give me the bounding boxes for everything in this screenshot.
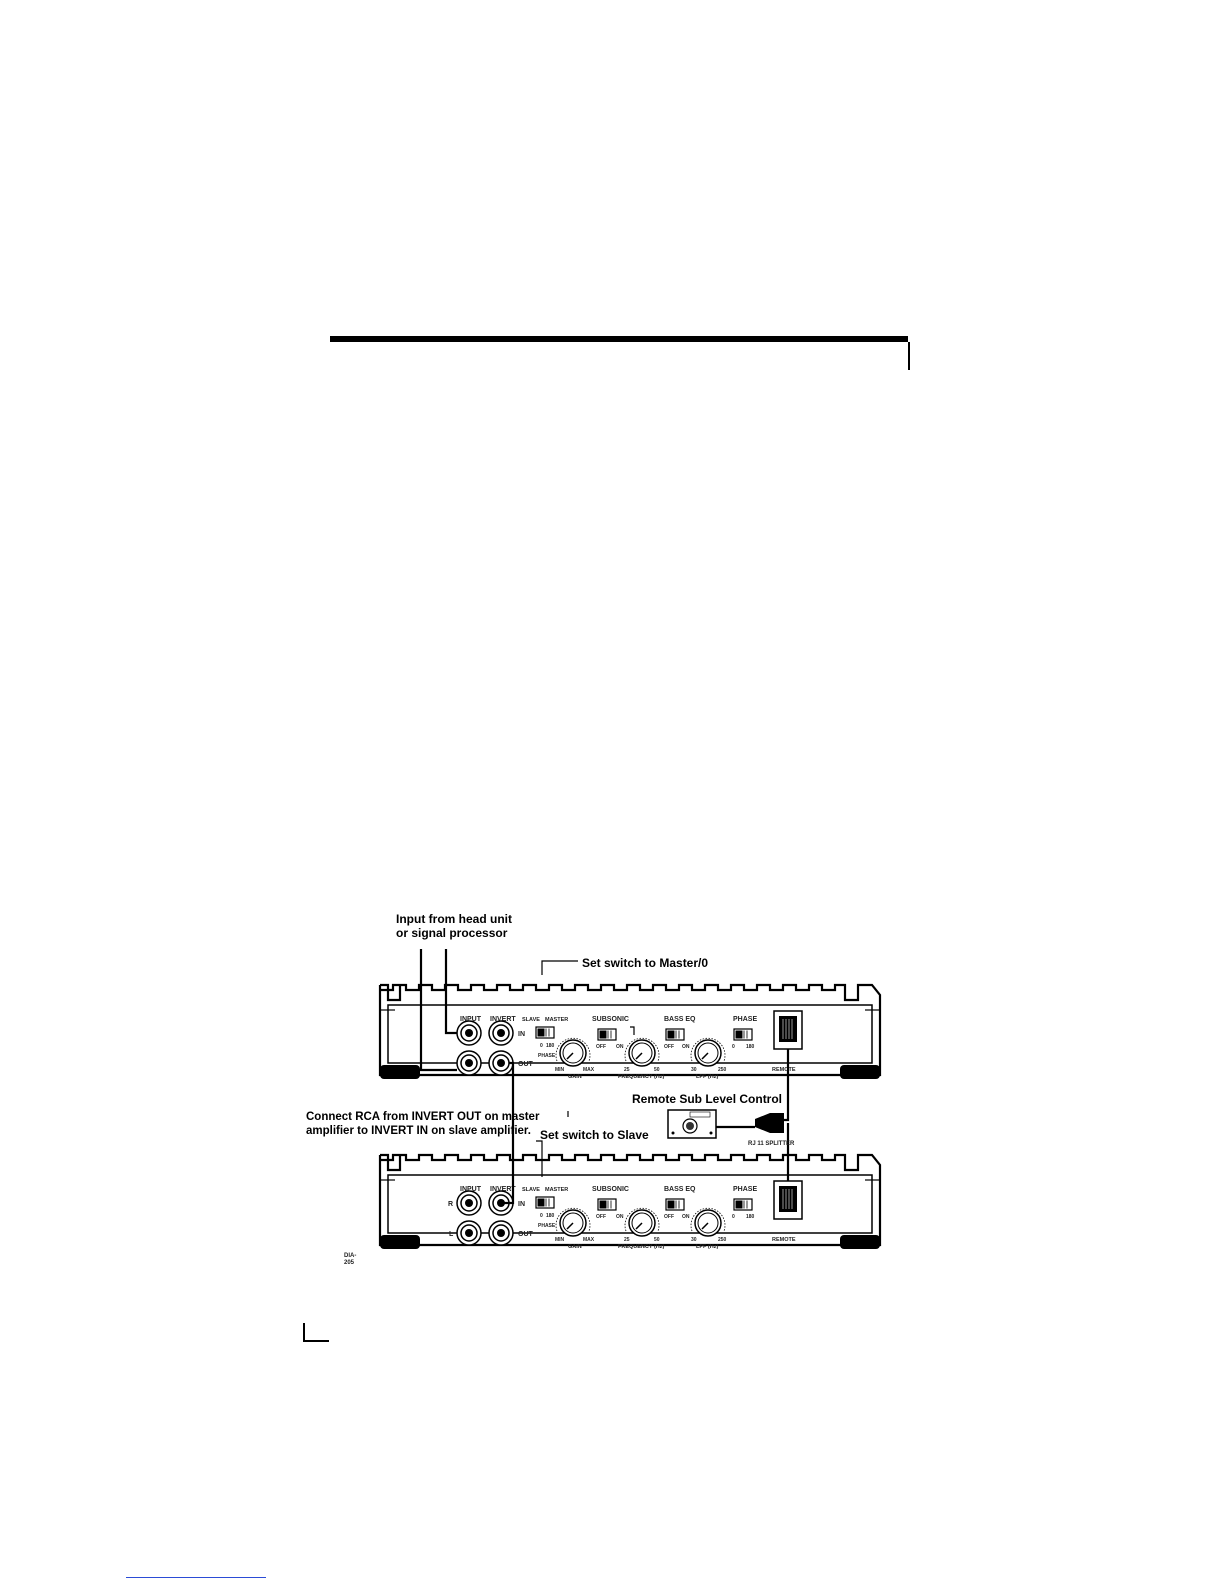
remote-callout: Remote Sub Level Control <box>632 1092 782 1106</box>
header-rule <box>330 336 908 342</box>
slave-label: SLAVE <box>522 1187 540 1193</box>
rca-invert-in <box>488 1020 514 1046</box>
bass-eq-switch <box>665 1028 685 1041</box>
frequency-label: FREQUENCY (Hz) <box>618 1244 665 1250</box>
freq-low-label: 25 <box>624 1237 630 1243</box>
subsonic-off-label: OFF <box>596 1044 606 1050</box>
frequency-label: FREQUENCY (Hz) <box>618 1074 665 1080</box>
gain-max-label: MAX <box>583 1237 595 1243</box>
phase-0-label: 0 <box>540 1043 543 1049</box>
bass-eq-on-label: ON <box>682 1044 690 1050</box>
diagram-id-line-1: DIA- <box>344 1253 356 1259</box>
rca-input-top <box>456 1020 482 1046</box>
input-label: INPUT <box>460 1186 482 1193</box>
gain-label: GAIN <box>568 1244 582 1250</box>
invert-label: INVERT <box>490 1016 516 1023</box>
rca-invert-out <box>488 1220 514 1246</box>
gain-label: GAIN <box>568 1074 582 1080</box>
phase-title-label: PHASE <box>733 1016 757 1023</box>
slave-switch-callout: Set switch to Slave <box>540 1128 649 1142</box>
slave-amplifier: INPUT INVERT R L IN OUT SLAVE MASTER 0 1… <box>378 1153 882 1251</box>
connect-callout-line-2: amplifier to INVERT IN on slave amplifie… <box>306 1125 531 1137</box>
phase-title-label: PHASE <box>733 1186 757 1193</box>
gain-max-label: MAX <box>583 1067 595 1073</box>
freq-low-label: 25 <box>624 1067 630 1073</box>
diagram-id-line-2: 205 <box>344 1260 355 1266</box>
input-label: INPUT <box>460 1016 482 1023</box>
freq-high-label: 50 <box>654 1237 660 1243</box>
bottom-link-underline <box>126 1577 266 1578</box>
subsonic-off-label: OFF <box>596 1214 606 1220</box>
rj11-splitter <box>755 1113 784 1133</box>
master-slave-switch <box>535 1026 555 1039</box>
master-label: MASTER <box>545 1017 568 1023</box>
callout-leaders <box>536 960 635 1177</box>
freq-high-label: 50 <box>654 1067 660 1073</box>
bass-eq-label: BASS EQ <box>664 1186 696 1193</box>
bass-eq-off-label: OFF <box>664 1214 674 1220</box>
rca-input-bottom <box>456 1050 482 1076</box>
phase-switch <box>733 1028 753 1041</box>
lpf-label: LPF (Hz) <box>696 1244 718 1250</box>
bass-eq-label: BASS EQ <box>664 1016 696 1023</box>
left-channel-label: L <box>449 1231 454 1238</box>
master-switch-callout: Set switch to Master/0 <box>582 956 708 970</box>
lpf-high-label: 250 <box>718 1237 727 1243</box>
subsonic-on-label: ON <box>616 1214 624 1220</box>
bass-eq-off-label: OFF <box>664 1044 674 1050</box>
remote-sub-level-control <box>667 1109 717 1139</box>
master-label: MASTER <box>545 1187 568 1193</box>
signal-wires <box>419 949 790 1205</box>
invert-link-wire <box>501 1061 515 1205</box>
footer-corner-mark-vertical <box>303 1323 305 1342</box>
phase-small-label: PHASE <box>538 1223 556 1229</box>
head-unit-wire-1 <box>444 949 457 1035</box>
in-label: IN <box>518 1201 525 1208</box>
header-rule-tick <box>908 342 910 370</box>
phase-180-label: 180 <box>546 1213 555 1219</box>
phase-0-label: 0 <box>540 1213 543 1219</box>
remote-label: REMOTE <box>772 1067 796 1073</box>
input-callout-line-1: Input from head unit <box>396 912 512 926</box>
rca-input-left <box>456 1220 482 1246</box>
connect-callout-line-1: Connect RCA from INVERT OUT on master <box>306 1111 540 1123</box>
gain-min-label: MIN <box>555 1067 565 1073</box>
out-label: OUT <box>518 1061 534 1068</box>
rca-input-right <box>456 1190 482 1216</box>
master-slave-switch <box>535 1196 555 1209</box>
phase-small-label: PHASE <box>538 1053 556 1059</box>
invert-label: INVERT <box>490 1186 516 1193</box>
master-amplifier: INPUT INVERT IN OUT SLAVE MASTER 0 180 P… <box>378 983 882 1081</box>
right-channel-label: R <box>448 1201 453 1208</box>
splitter-label: RJ 11 SPLITTER <box>748 1141 795 1147</box>
subsonic-label: SUBSONIC <box>592 1016 629 1023</box>
phase-180-right: 180 <box>746 1214 755 1220</box>
wiring-diagram: INPUT INVERT IN OUT SLAVE MASTER 0 180 P… <box>306 912 882 1266</box>
input-callout-line-2: or signal processor <box>396 926 508 940</box>
bass-eq-switch <box>665 1198 685 1211</box>
subsonic-on-label: ON <box>616 1044 624 1050</box>
gain-min-label: MIN <box>555 1237 565 1243</box>
phase-180-right: 180 <box>746 1044 755 1050</box>
phase-0-right: 0 <box>732 1214 735 1220</box>
remote-label: REMOTE <box>772 1237 796 1243</box>
phase-180-label: 180 <box>546 1043 555 1049</box>
bass-eq-on-label: ON <box>682 1214 690 1220</box>
subsonic-switch <box>597 1198 617 1211</box>
phase-0-right: 0 <box>732 1044 735 1050</box>
lpf-high-label: 250 <box>718 1067 727 1073</box>
slave-label: SLAVE <box>522 1017 540 1023</box>
subsonic-label: SUBSONIC <box>592 1186 629 1193</box>
out-label: OUT <box>518 1231 534 1238</box>
phase-switch <box>733 1198 753 1211</box>
remote-jack <box>773 1180 803 1220</box>
in-label: IN <box>518 1031 525 1038</box>
head-unit-wire-2 <box>419 949 457 1072</box>
lpf-low-label: 30 <box>691 1067 697 1073</box>
remote-jack <box>773 1010 803 1050</box>
subsonic-switch <box>597 1028 617 1041</box>
lpf-low-label: 30 <box>691 1237 697 1243</box>
lpf-label: LPF (Hz) <box>696 1074 718 1080</box>
footer-corner-mark-horizontal <box>303 1340 329 1342</box>
